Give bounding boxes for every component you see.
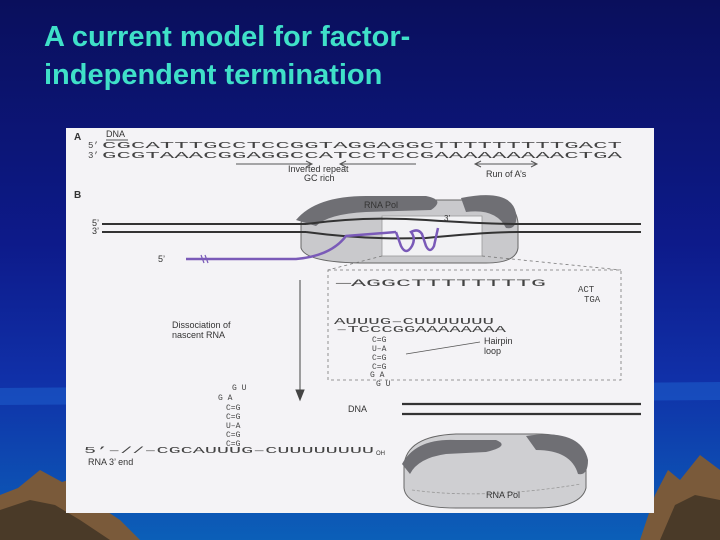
- bottom-strand-prefix: 3’: [88, 151, 99, 161]
- stem-pair-1: C=G: [372, 336, 387, 345]
- zoom-stem: C=G U–A C=G C=G G A: [370, 336, 387, 380]
- released-rna-oh: OH: [376, 451, 385, 457]
- title-line-2: independent termination: [44, 56, 664, 94]
- panel-b-label: B: [74, 190, 81, 201]
- gc-rich-label: GC rich: [304, 173, 335, 183]
- slide-title: A current model for factor- independent …: [44, 18, 664, 94]
- termination-figure: A DNA 5’ CGCATTTGCCTCCGGTAGGAGGCTTTTTTTT…: [66, 128, 654, 513]
- stem-loop-bottom: G U: [376, 380, 391, 389]
- free-stem-pair-1: C=G: [226, 404, 241, 413]
- run-of-as-label: Run of A’s: [486, 169, 527, 179]
- free-stem: C=G C=G U–A C=G C=G: [226, 404, 241, 449]
- dissociation-arrow: [296, 280, 304, 400]
- rna-3-end-label: RNA 3’ end: [88, 457, 133, 467]
- zoom-dna-bottom: –TCCCGGAAAAAAAA: [336, 325, 507, 335]
- stem-pair-2: U–A: [372, 345, 387, 354]
- rna-3-inside-label: 3’: [444, 214, 450, 223]
- dna-bottom-label: DNA: [348, 404, 367, 414]
- termination-diagram: A DNA 5’ CGCATTTGCCTCCGGTAGGAGGCTTTTTTTT…: [66, 128, 654, 513]
- top-strand-sequence: CGCATTTGCCTCCGGTAGGAGGCTTTTTTTTTGACT: [102, 141, 624, 151]
- free-stem-pair-2: C=G: [226, 413, 241, 422]
- dissociation-label-line-1: Dissociation of: [172, 320, 231, 330]
- dissociation-label-line-2: nascent RNA: [172, 330, 225, 340]
- rna-pol-bottom-label: RNA Pol: [486, 490, 520, 500]
- zoom-tail-2: TGA: [584, 295, 601, 305]
- stem-loop: G A: [370, 371, 385, 380]
- inverted-repeat-arrows: [236, 161, 537, 167]
- released-rna-line: 5’–//–CGCAUUUG–CUUUUUUUU: [84, 446, 374, 456]
- free-loop-top: G U: [232, 384, 247, 393]
- hairpin-label-line-1: Hairpin: [484, 336, 513, 346]
- panel-a-dna-label: DNA: [106, 129, 125, 139]
- free-stem-pair-3: U–A: [226, 422, 241, 431]
- rna-pol-top-label: RNA Pol: [364, 200, 398, 210]
- top-strand-prefix: 5’: [88, 141, 99, 151]
- stem-pair-3: C=G: [372, 354, 387, 363]
- title-line-1: A current model for factor-: [44, 18, 664, 56]
- rna-polymerase-top: [296, 195, 518, 263]
- hairpin-label-line-2: loop: [484, 346, 501, 356]
- rna-5-end: 5’: [158, 254, 165, 264]
- dna-duplex-bottom: [402, 404, 641, 414]
- panel-a-label: A: [74, 132, 81, 143]
- zoom-template-seq: —AGGCTTTTTTTTG: [334, 279, 546, 290]
- dna-3-end: 3’: [92, 226, 99, 236]
- free-loop-mid: G A: [218, 394, 233, 403]
- free-stem-pair-4: C=G: [226, 431, 241, 440]
- zoom-tail-1: ACT: [578, 285, 595, 295]
- bottom-strand-sequence: GCGTAAACGGAGGCCATCCTCCGAAAAAAAAACTGA: [102, 151, 624, 161]
- hairpin-pointer: [406, 342, 480, 354]
